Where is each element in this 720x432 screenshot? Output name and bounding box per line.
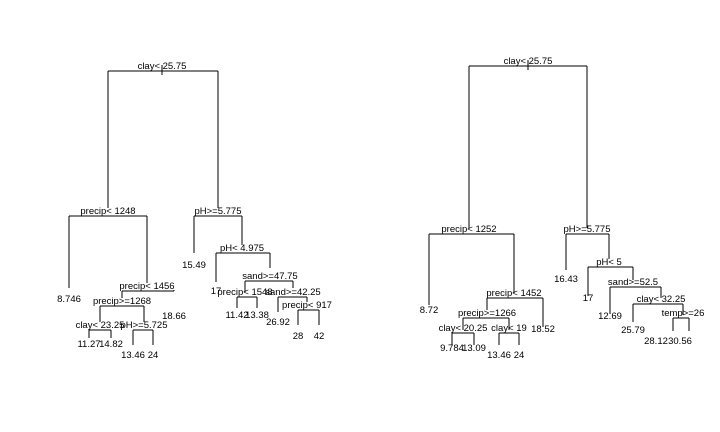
leaf-value-label: 18.52: [531, 324, 555, 335]
leaf-value-label: 13.38: [245, 310, 269, 321]
leaf-value-label: 28: [293, 331, 304, 342]
split-label: precip< 1252: [441, 224, 496, 235]
split-label: pH>=5.775: [194, 206, 241, 217]
split-label: precip>=1268: [93, 296, 151, 307]
leaf-value-label: 13.46: [121, 350, 145, 361]
split-label: precip< 1452: [486, 288, 541, 299]
leaf-value-label: 8.72: [420, 305, 439, 316]
leaf-value-label: 17: [583, 293, 594, 304]
split-label: sand>=52.5: [608, 277, 658, 288]
split-label: sand>=47.75: [242, 271, 297, 282]
leaf-value-label: 17: [211, 286, 222, 297]
split-label: clay< 19: [491, 323, 527, 334]
leaf-value-label: 13.09: [462, 343, 486, 354]
split-label: pH< 4.975: [220, 243, 264, 254]
split-label: sand>=42.25: [265, 287, 320, 298]
split-label: precip< 917: [282, 300, 332, 311]
leaf-value-label: 9.784: [440, 343, 464, 354]
leaf-value-label: 28.12: [644, 336, 668, 347]
split-label: clay< 23.25: [76, 320, 125, 331]
leaf-value-label: 18.66: [162, 311, 186, 322]
leaf-value-label: 14.82: [99, 339, 123, 350]
leaf-value-label: 24: [514, 350, 525, 361]
leaf-value-label: 25.79: [621, 325, 645, 336]
leaf-value-label: 11.42: [225, 310, 248, 321]
split-label: temp>=26: [662, 308, 705, 319]
leaf-value-label: 42: [314, 331, 325, 342]
leaf-value-label: 30.56: [668, 336, 692, 347]
leaf-value-label: 24: [148, 350, 159, 361]
split-label: pH>=5.725: [120, 320, 167, 331]
split-label: clay< 20.25: [439, 323, 488, 334]
split-label: pH>=5.775: [563, 224, 610, 235]
leaf-value-label: 26.92: [266, 317, 290, 328]
leaf-value-label: 13.46: [487, 350, 511, 361]
split-label: pH< 5: [596, 257, 622, 268]
split-label: clay< 25.75: [504, 56, 553, 67]
leaf-value-label: 11.27: [77, 339, 100, 350]
leaf-value-label: 8.746: [57, 294, 81, 305]
leaf-value-label: 12.69: [598, 311, 622, 322]
split-label: precip>=1266: [458, 308, 516, 319]
leaf-value-label: 16.43: [554, 274, 578, 285]
split-label: clay< 32.25: [637, 294, 686, 305]
split-label: precip< 1456: [119, 281, 174, 292]
split-label: precip< 1248: [80, 206, 135, 217]
leaf-value-label: 15.49: [182, 260, 206, 271]
split-label: clay< 25.75: [138, 61, 187, 72]
split-label: precip< 1548: [217, 287, 272, 298]
